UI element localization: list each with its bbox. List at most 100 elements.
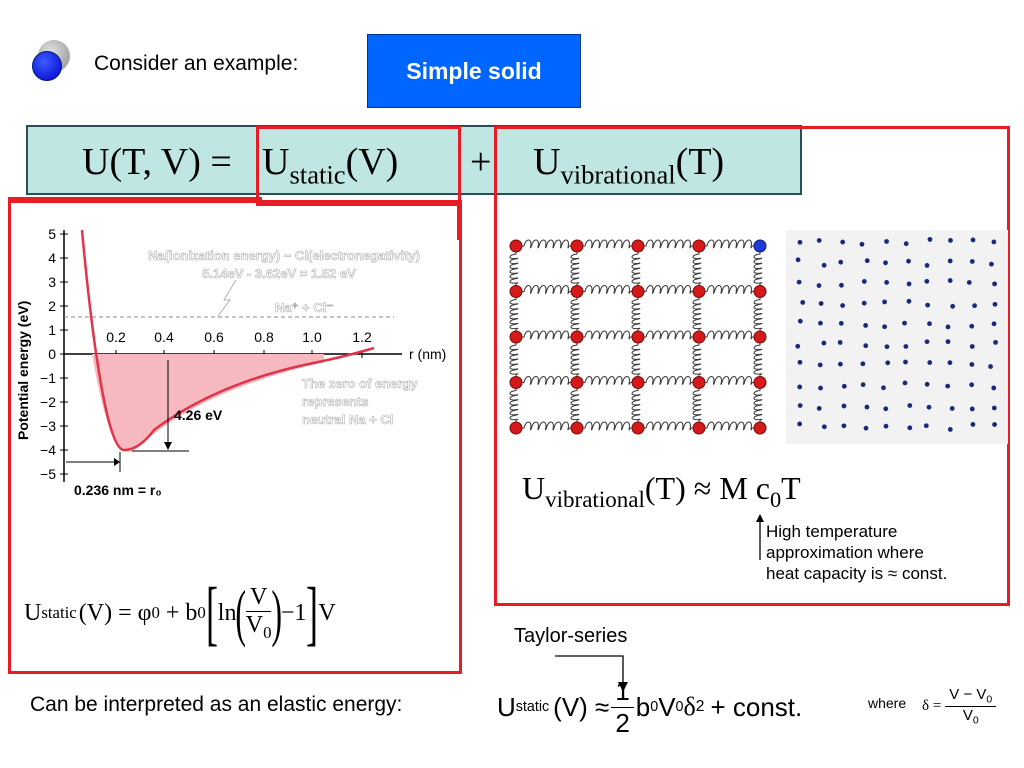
lattice-dot <box>991 239 997 245</box>
static-panel-top <box>8 197 262 200</box>
lattice-dot <box>925 302 931 308</box>
lattice-dot <box>906 258 911 264</box>
lattice-dot <box>907 403 913 408</box>
spring <box>577 330 638 340</box>
lattice-dot <box>969 259 975 264</box>
potential-energy-plot: 5 4 3 2 1 0 −1 −2 −3 −4 −5 0.2 0.4 0.6 0… <box>15 226 446 498</box>
dot-lattice-diagram <box>786 230 1008 444</box>
lattice-dot <box>992 281 997 287</box>
lattice-dot <box>907 425 913 431</box>
atom <box>570 421 584 435</box>
spring <box>509 246 519 292</box>
y-tick: −5 <box>40 466 56 482</box>
y-tick: 4 <box>48 250 56 266</box>
zero-energy-note-2: represents <box>302 394 368 409</box>
spring <box>577 239 638 249</box>
lattice-dot <box>969 362 975 367</box>
taylor-arrow <box>555 655 628 692</box>
lattice-dot <box>837 361 843 367</box>
y-tick: 5 <box>48 226 56 242</box>
lattice-dot <box>966 280 972 285</box>
atom <box>570 285 584 298</box>
lattice-dot <box>947 427 953 432</box>
y-tick: −3 <box>40 418 56 434</box>
lattice-dot <box>992 301 998 307</box>
lattice-dot <box>988 364 993 369</box>
zero-energy-note-3: neutral Na + Cl <box>302 412 393 427</box>
spring <box>509 382 519 428</box>
high-temp-note: High temperature approximation where hea… <box>766 522 948 583</box>
y-tick: 3 <box>48 274 56 290</box>
lattice-dot <box>970 237 976 243</box>
x-tick: 1.0 <box>302 329 322 345</box>
atom <box>570 239 584 253</box>
atom <box>509 285 523 298</box>
lattice-dot <box>945 339 951 345</box>
lattice-dot <box>882 324 888 330</box>
lattice-dot <box>883 260 888 266</box>
spring <box>516 239 577 249</box>
main-equation-box <box>26 125 802 195</box>
y-axis-label: Potential energy (eV) <box>15 301 31 440</box>
equation-lhs: U(T, V) = <box>82 141 232 183</box>
spring <box>509 291 519 337</box>
lattice-dot <box>924 278 930 284</box>
equation-plus: + <box>470 141 492 183</box>
lattice-dot <box>818 301 824 306</box>
lattice-dot <box>816 283 822 288</box>
atom <box>631 376 645 389</box>
spring <box>692 382 702 428</box>
lattice-dot <box>839 282 844 288</box>
lattice-dot <box>881 385 886 391</box>
lattice-dot <box>947 360 953 366</box>
lattice-dot <box>884 280 890 285</box>
lattice-dot <box>906 298 912 304</box>
atom <box>509 330 523 344</box>
atom <box>570 330 584 344</box>
lattice-dot <box>818 320 823 326</box>
lattice-dot <box>863 323 869 328</box>
spring <box>570 382 580 428</box>
lattice-dot <box>882 299 887 305</box>
y-tick: 2 <box>48 298 56 314</box>
spring <box>692 337 702 383</box>
lattice-dot <box>797 239 803 245</box>
depth-label: 4.26 eV <box>174 407 223 423</box>
y-tick: −2 <box>40 394 56 410</box>
lattice-dot <box>993 339 998 345</box>
lattice-dot <box>841 383 847 389</box>
lattice-dot <box>883 423 889 429</box>
static-panel-frame <box>8 200 462 674</box>
lattice-dot <box>902 380 908 386</box>
lattice-dot <box>796 279 802 285</box>
atom <box>692 239 706 253</box>
lattice-dot <box>860 382 866 388</box>
spring-lattice-diagram <box>509 239 767 435</box>
lattice-dot <box>816 238 822 243</box>
lattice-dot <box>840 239 846 245</box>
spring <box>753 246 763 292</box>
atom <box>753 421 767 435</box>
lattice-dot <box>927 321 932 327</box>
lattice-dot <box>797 318 803 324</box>
lattice-dot <box>991 321 997 327</box>
lattice-dot <box>948 238 953 243</box>
atom <box>631 330 645 344</box>
lattice-dot <box>947 258 953 264</box>
spring <box>638 330 699 340</box>
lattice-dot <box>841 423 847 429</box>
lattice-dot <box>800 300 806 305</box>
spring <box>699 330 760 340</box>
ionization-value: 5.14eV - 3.62eV = 1.52 eV <box>202 266 356 281</box>
lattice-dot <box>945 324 951 330</box>
lattice-dot <box>840 303 846 308</box>
lattice-dot <box>837 340 843 345</box>
lattice-dot <box>859 241 865 247</box>
lattice-dot <box>884 344 890 350</box>
lattice-dot <box>927 237 933 242</box>
lattice-dot <box>821 340 827 346</box>
lattice-dot <box>969 323 975 329</box>
spring <box>699 285 760 294</box>
spring <box>516 376 577 385</box>
